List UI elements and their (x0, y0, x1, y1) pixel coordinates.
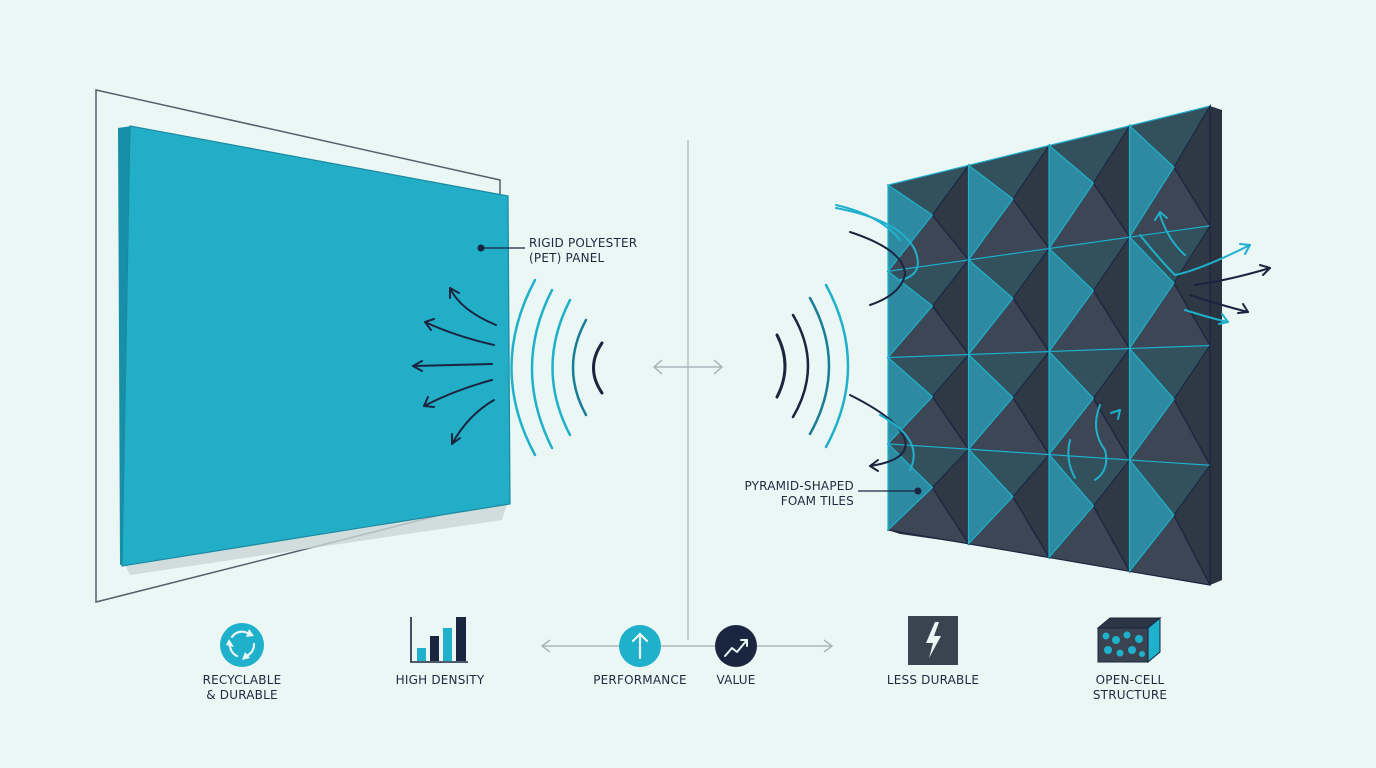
arrow-up-icon (619, 625, 661, 667)
bottom-double-arrow (540, 639, 834, 653)
pet-callout-line2: (PET) PANEL (529, 251, 605, 265)
pet-callout-leader (477, 244, 525, 252)
pyramid-face-left (967, 447, 1014, 546)
pyramid-face-left (1128, 346, 1175, 462)
recyclable-label-line1: RECYCLABLE (202, 673, 282, 687)
feature-open-cell: OPEN-CELL STRUCTURE (1070, 673, 1190, 703)
feature-value: VALUE (696, 673, 776, 688)
feature-recyclable: RECYCLABLE & DURABLE (182, 673, 302, 703)
foam-tiles-callout: PYRAMID-SHAPED FOAM TILES (720, 479, 854, 509)
pyramid-face-left (887, 356, 934, 446)
open-cell-label-line1: OPEN-CELL (1095, 673, 1165, 687)
value-label: VALUE (716, 673, 756, 687)
feature-less-durable: LESS DURABLE (873, 673, 993, 688)
pyramid-face-left (1048, 247, 1095, 354)
pyramid-face-left (1048, 349, 1095, 457)
diffusion-arrows (835, 204, 1271, 481)
pyramid-face-left (1128, 458, 1175, 574)
pyramid-face-left (1128, 124, 1175, 240)
pyramid-face-left (1048, 452, 1095, 560)
pet-callout-line1: RIGID POLYESTER (529, 236, 638, 250)
pyramid-face-left (887, 442, 934, 532)
feature-performance: PERFORMANCE (580, 673, 700, 688)
foam-callout-line1: PYRAMID-SHAPED (744, 479, 854, 493)
pyramid-face-left (887, 270, 934, 360)
pyramid-face-left (1128, 235, 1175, 351)
trend-up-icon (715, 625, 757, 667)
foam-panel (886, 103, 1222, 586)
pyramid-face-left (967, 258, 1014, 357)
pet-panel (121, 125, 511, 567)
foam-panel-edge (1210, 106, 1222, 585)
foam-callout-leader (858, 487, 922, 495)
pet-panel-callout: RIGID POLYESTER (PET) PANEL (529, 236, 637, 266)
high-density-label: HIGH DENSITY (395, 673, 485, 687)
pyramid-face-left (967, 164, 1014, 262)
bar-chart-icon (410, 617, 468, 663)
sound-waves-right (775, 283, 850, 449)
cell-structure-icon (1096, 616, 1162, 664)
open-cell-label-line2: STRUCTURE (1092, 688, 1168, 702)
center-double-arrow (652, 359, 724, 375)
foam-callout-line2: FOAM TILES (780, 494, 854, 508)
less-durable-label: LESS DURABLE (886, 673, 980, 687)
sound-waves-left (510, 278, 604, 457)
reflection-arrows (412, 287, 497, 445)
recycle-icon (220, 623, 264, 667)
pyramid-face-left (1048, 144, 1095, 251)
feature-high-density: HIGH DENSITY (380, 673, 500, 688)
lightning-icon (908, 616, 958, 665)
pyramid-face-left (967, 353, 1014, 451)
recyclable-label-line2: & DURABLE (206, 688, 278, 702)
performance-label: PERFORMANCE (593, 673, 687, 687)
